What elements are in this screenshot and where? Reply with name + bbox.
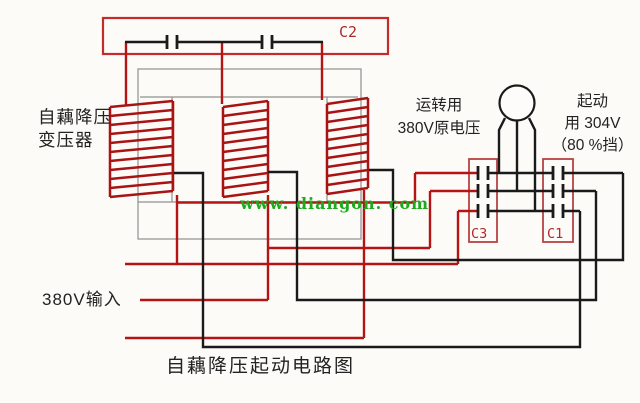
winding-coil-2	[221, 99, 270, 199]
c1-contactor-box	[542, 158, 574, 243]
c2-contactor-box	[101, 16, 390, 56]
c1-contact-bars	[551, 166, 565, 218]
red-wires	[124, 42, 477, 340]
starting-voltage-label: 起动 用 304V （80 %挡）	[551, 93, 634, 154]
windings	[108, 96, 370, 199]
running-voltage-label: 运转用 380V原电压	[397, 97, 481, 137]
c1-contactor-label: C1	[547, 226, 564, 242]
input-380v-label: 380V输入	[42, 290, 122, 309]
wire-tap3	[369, 168, 625, 262]
c2-contact-bars	[165, 35, 274, 49]
wire-coil2-bottom	[266, 189, 477, 300]
wire-c2-drops	[124, 42, 324, 106]
c3-contactor-box	[468, 158, 498, 243]
c3-contact-bars	[476, 166, 490, 218]
motor-circle	[498, 84, 536, 122]
wire-tap1	[174, 171, 582, 349]
wire-input-line1	[125, 209, 477, 266]
watermark-text: www. diangon. com	[240, 194, 430, 213]
c3-contactor-label: C3	[471, 226, 488, 242]
wire-tap2	[268, 170, 598, 302]
contactor-boxes	[101, 16, 574, 243]
winding-coil-3	[325, 96, 370, 196]
transformer-label: 自藕降压 变压器	[38, 107, 112, 150]
c2-contactor-label: C2	[339, 23, 358, 41]
diagram-caption: 自藕降压起动电路图	[166, 356, 356, 377]
motor-leads	[497, 117, 537, 211]
winding-coil-1	[108, 99, 175, 199]
black-wires	[125, 35, 625, 349]
